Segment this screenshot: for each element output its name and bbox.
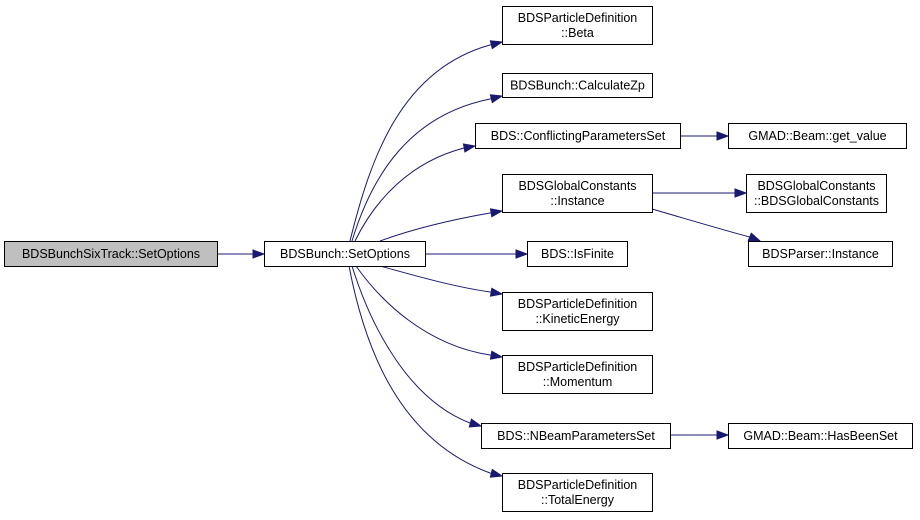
arrow-head <box>734 188 748 198</box>
node-box[interactable] <box>748 241 893 267</box>
edge-line <box>351 98 491 242</box>
node-label: ::Momentum <box>543 375 612 389</box>
node-label: BDSBunch::SetOptions <box>280 247 410 261</box>
edge-line <box>354 147 465 242</box>
node-box[interactable] <box>728 123 907 149</box>
node-box[interactable] <box>502 292 653 331</box>
node-n7[interactable]: BDSParticleDefinition::KineticEnergy <box>502 292 653 331</box>
node-n5[interactable]: BDSGlobalConstants::Instance <box>502 174 653 213</box>
node-n0[interactable]: BDSBunchSixTrack::SetOptions <box>4 241 218 267</box>
node-box[interactable] <box>527 241 628 267</box>
edge-n1-n10 <box>348 265 504 478</box>
node-label: BDSGlobalConstants <box>518 179 636 193</box>
edge-line <box>349 44 491 242</box>
node-n12[interactable]: BDSGlobalConstants::BDSGlobalConstants <box>746 174 887 213</box>
node-label: ::BDSGlobalConstants <box>754 194 879 208</box>
edge-n5-n13 <box>651 208 762 242</box>
node-box[interactable] <box>481 423 671 449</box>
edge-n1-n6 <box>425 249 529 259</box>
node-label: BDS::NBeamParametersSet <box>497 429 655 443</box>
node-n1[interactable]: BDSBunch::SetOptions <box>264 241 426 267</box>
node-label: ::Beta <box>561 26 594 40</box>
node-n10[interactable]: BDSParticleDefinition::TotalEnergy <box>502 473 653 512</box>
node-box[interactable] <box>502 473 653 512</box>
node-label: BDSBunch::CalculateZp <box>510 79 645 93</box>
arrow-head <box>252 249 266 259</box>
node-n4[interactable]: BDS::ConflictingParametersSet <box>475 123 681 149</box>
arrow-head <box>716 131 730 141</box>
node-label: BDSParticleDefinition <box>518 297 638 311</box>
node-n8[interactable]: BDSParticleDefinition::Momentum <box>502 355 653 394</box>
node-box[interactable] <box>502 73 653 98</box>
node-box[interactable] <box>475 123 681 149</box>
node-label: GMAD::Beam::HasBeenSet <box>743 429 898 443</box>
arrow-head <box>489 350 504 360</box>
edge-n1-n4 <box>354 143 477 242</box>
edge-n0-n1 <box>217 249 266 259</box>
node-label: BDSBunchSixTrack::SetOptions <box>22 247 200 261</box>
node-box[interactable] <box>502 355 653 394</box>
node-n11[interactable]: GMAD::Beam::get_value <box>728 123 907 149</box>
arrow-head <box>716 430 730 440</box>
node-label: ::Instance <box>550 194 604 208</box>
edge-n9-n14 <box>670 430 730 440</box>
node-label: BDSParser::Instance <box>762 247 879 261</box>
node-n13[interactable]: BDSParser::Instance <box>748 241 893 267</box>
node-box[interactable] <box>502 174 653 213</box>
edge-line <box>379 265 491 293</box>
node-n2[interactable]: BDSParticleDefinition::Beta <box>502 6 653 45</box>
edge-n5-n12 <box>652 188 748 198</box>
node-box[interactable] <box>264 241 426 267</box>
edge-n1-n5 <box>379 208 504 242</box>
edge-line <box>379 212 491 242</box>
node-n6[interactable]: BDS::IsFinite <box>527 241 628 267</box>
arrow-head <box>515 249 529 259</box>
edge-n1-n7 <box>379 265 504 297</box>
node-label: BDSParticleDefinition <box>518 478 638 492</box>
edge-line <box>651 208 751 238</box>
edge-n1-n9 <box>351 265 483 428</box>
edge-n1-n3 <box>351 94 504 242</box>
node-label: BDSParticleDefinition <box>518 11 638 25</box>
node-box[interactable] <box>502 6 653 45</box>
edge-line <box>351 265 471 424</box>
node-label: ::KineticEnergy <box>535 312 620 326</box>
arrow-head <box>747 232 762 242</box>
node-n9[interactable]: BDS::NBeamParametersSet <box>481 423 671 449</box>
node-label: BDSGlobalConstants <box>757 179 875 193</box>
arrow-head <box>468 418 483 428</box>
arrow-head <box>489 94 504 104</box>
edge-n4-n11 <box>680 131 730 141</box>
node-box[interactable] <box>4 241 218 267</box>
node-label: BDS::IsFinite <box>541 247 614 261</box>
arrow-head <box>489 40 504 50</box>
node-label: BDSParticleDefinition <box>518 360 638 374</box>
node-box[interactable] <box>728 423 913 449</box>
node-label: BDS::ConflictingParametersSet <box>491 129 666 143</box>
edge-line <box>355 265 491 356</box>
edge-line <box>348 265 491 474</box>
arrow-head <box>462 143 477 153</box>
node-label: ::TotalEnergy <box>541 493 615 507</box>
edge-n1-n8 <box>355 265 504 360</box>
arrow-head <box>489 468 504 478</box>
node-label: GMAD::Beam::get_value <box>748 129 886 143</box>
edge-n1-n2 <box>349 40 504 242</box>
arrow-head <box>489 208 504 218</box>
node-n14[interactable]: GMAD::Beam::HasBeenSet <box>728 423 913 449</box>
node-box[interactable] <box>746 174 887 213</box>
nodes-layer: BDSBunchSixTrack::SetOptions BDSBunch::Se… <box>4 6 913 512</box>
arrow-head <box>489 287 504 297</box>
edges-layer <box>217 40 762 478</box>
node-n3[interactable]: BDSBunch::CalculateZp <box>502 73 653 98</box>
